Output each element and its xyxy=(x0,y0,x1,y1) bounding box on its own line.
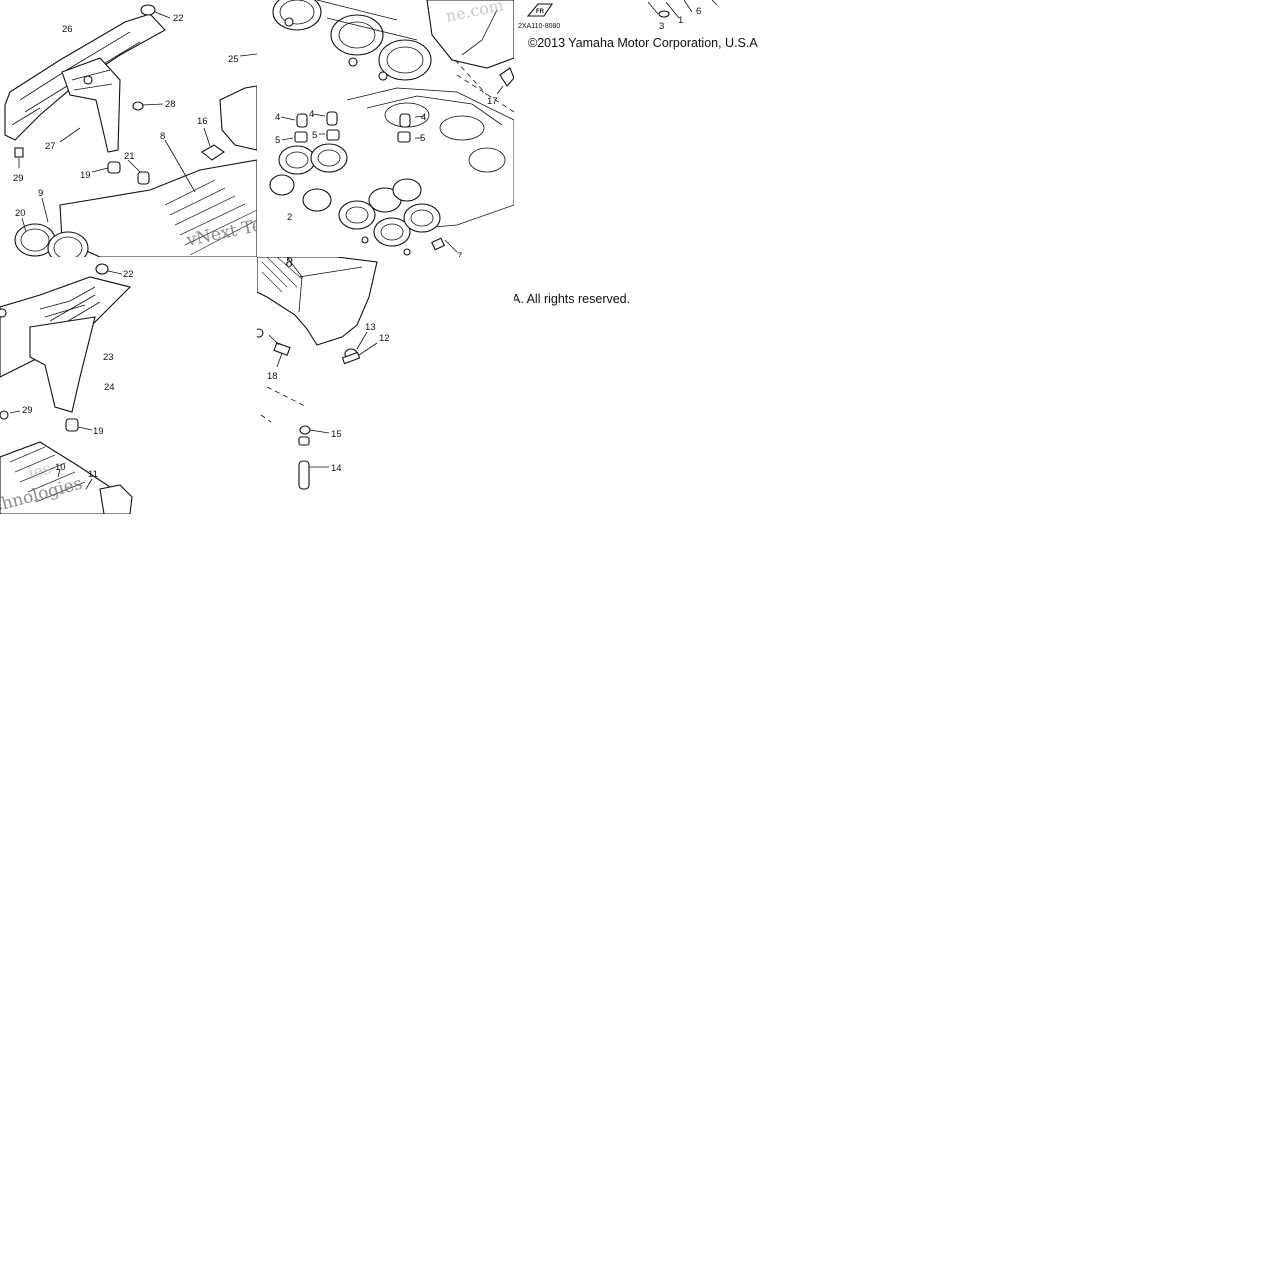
copyright-line-1: ©2013 Yamaha Motor Corporation, U.S.A xyxy=(528,36,758,50)
drawing-code: 2XA110-8080 xyxy=(518,23,560,30)
callout-5c: 5 xyxy=(420,133,425,144)
callout-6: 6 xyxy=(696,6,701,17)
callout-17: 17 xyxy=(487,96,498,107)
callout-13: 13 xyxy=(365,322,376,333)
callout-27: 27 xyxy=(45,141,56,152)
callout-15: 15 xyxy=(331,429,342,440)
callout-21: 21 xyxy=(124,151,135,162)
callout-7: 7 xyxy=(457,251,462,257)
callout-11: 11 xyxy=(88,469,98,480)
callout-23: 23 xyxy=(103,352,114,363)
diagram-tile-top-right: FR 2XA110-8080 3 1 6 ©2013 Yamaha Motor … xyxy=(514,0,771,60)
callout-20: 20 xyxy=(15,208,26,219)
tile-label: 8 xyxy=(285,257,295,270)
callout-19-lower: 19 xyxy=(93,426,104,437)
callout-24: 24 xyxy=(104,382,115,393)
callout-22-lower: 22 xyxy=(123,269,134,280)
diagram-tile-copyright-fragment: A. All rights reserved. xyxy=(514,285,714,309)
diagram-tile-bottom-middle: 8 13 12 18 15 14 xyxy=(257,257,514,514)
callout-26: 26 xyxy=(62,24,73,35)
airbox-lower-drawing: 8 13 12 18 15 14 xyxy=(257,257,390,490)
diagram-tile-top-left: 22 26 25 28 27 16 8 21 19 29 9 20 vNext … xyxy=(0,0,257,257)
copyright-fragment: A. All rights reserved. xyxy=(514,292,630,306)
callout-29: 29 xyxy=(13,173,24,184)
callout-2: 2 xyxy=(287,212,292,223)
diagram-tile-top-middle: ne.com xyxy=(257,0,514,257)
svg-text:FR: FR xyxy=(536,9,545,15)
callout-18: 18 xyxy=(267,371,278,382)
callout-5a: 5 xyxy=(275,135,280,146)
side-cover-drawing: 22 23 24 29 19 10 11 chnologies ies xyxy=(0,263,134,514)
callout-29-lower: 29 xyxy=(22,405,33,416)
carb-joint-drawing: ne.com xyxy=(269,0,514,257)
callout-3: 3 xyxy=(659,21,664,32)
callout-4b: 4 xyxy=(309,109,314,120)
diagram-tile-bottom-left: 22 23 24 29 19 10 11 chnologies ies xyxy=(0,257,257,514)
callout-4a: 4 xyxy=(275,112,280,123)
callout-22: 22 xyxy=(173,13,184,24)
callout-25: 25 xyxy=(228,54,239,65)
copyright-panel: FR 2XA110-8080 3 1 6 ©2013 Yamaha Motor … xyxy=(518,0,758,50)
copyright-line-2: A. All rights reserved. xyxy=(514,292,630,306)
callout-10: 10 xyxy=(55,462,66,473)
callout-9: 9 xyxy=(38,188,43,199)
callout-19: 19 xyxy=(80,170,91,181)
callout-1: 1 xyxy=(678,15,683,26)
callout-16: 16 xyxy=(197,116,208,127)
duct-cover-drawing: 22 26 25 28 27 16 8 21 19 29 9 20 vNext … xyxy=(4,4,257,257)
callout-8: 8 xyxy=(160,131,165,142)
callout-4c: 4 xyxy=(421,112,426,123)
callout-28: 28 xyxy=(165,99,176,110)
callout-5b: 5 xyxy=(312,130,317,141)
callout-12: 12 xyxy=(379,333,390,344)
callout-14: 14 xyxy=(331,463,342,474)
